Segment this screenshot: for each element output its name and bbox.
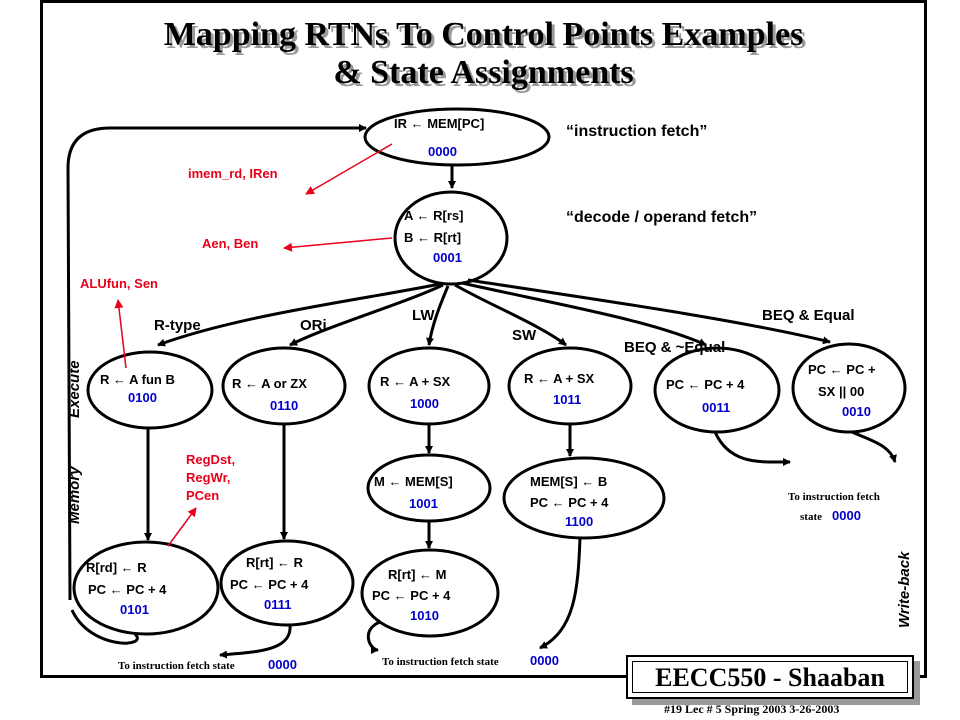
phase-decode: “decode / operand fetch” <box>566 209 757 226</box>
arrow-regdst <box>167 507 197 547</box>
return-0111 <box>219 624 292 659</box>
side-execute: Execute <box>66 360 83 418</box>
s0000-line1: IR ← MEM[PC] <box>394 116 484 131</box>
ctrl-regdst-3: PCen <box>186 488 219 503</box>
return-0011 <box>713 431 791 467</box>
phase-fetch: “instruction fetch” <box>566 123 707 140</box>
s0001-code: 0001 <box>433 250 462 265</box>
s1100-line1: MEM[S] ← B <box>530 474 607 489</box>
slide-footer: #19 Lec # 5 Spring 2003 3-26-2003 <box>664 702 840 716</box>
s1100-code: 1100 <box>565 514 593 529</box>
state-0011 <box>653 346 781 434</box>
state-1100 <box>502 456 666 540</box>
branch-lw: LW <box>412 307 435 324</box>
s1000-code: 1000 <box>410 396 439 411</box>
s0111-line1: R[rt] ← R <box>246 555 304 570</box>
s0001-line1: A ← R[rs] <box>404 208 463 223</box>
side-writeback: Write-back <box>896 551 913 628</box>
s0011-code: 0011 <box>702 400 730 415</box>
arrow-to-1011 <box>454 283 567 347</box>
return-0101 <box>70 609 139 645</box>
course-badge: EECC550 - Shaaban <box>626 655 914 699</box>
arrow-aen <box>283 237 393 252</box>
side-memory: Memory <box>66 466 83 524</box>
s1001-line1: M ← MEM[S] <box>374 474 453 489</box>
arrow-to-0011 <box>461 281 707 347</box>
s0011-line1: PC ← PC + 4 <box>666 377 745 392</box>
slide-frame <box>40 0 927 678</box>
s1100-line2: PC ← PC + 4 <box>530 495 609 510</box>
s1010-line2: PC ← PC + 4 <box>372 588 451 603</box>
s1011-code: 1011 <box>553 392 581 407</box>
s0010-line2: SX || 00 <box>818 384 864 399</box>
s0101-line2: PC ← PC + 4 <box>88 582 167 597</box>
return-1010 <box>366 620 381 654</box>
return-1100 <box>539 537 582 650</box>
return-0010 <box>851 430 897 463</box>
course-badge-text: EECC550 - Shaaban <box>632 661 908 693</box>
branch-ori: ORi <box>300 317 327 334</box>
s0100-code: 0100 <box>128 390 157 405</box>
branch-sw: SW <box>512 327 537 344</box>
s0010-line1: PC ← PC + <box>808 362 876 377</box>
state-0000 <box>363 107 551 167</box>
arrow-to-1000 <box>426 285 450 346</box>
s1000-line1: R ← A + SX <box>380 374 451 389</box>
arrow-alufun <box>114 299 127 369</box>
note-fetch-right-a: To instruction fetch <box>788 491 880 503</box>
note-fetch-mid-code: 0000 <box>530 653 559 668</box>
ctrl-imem: imem_rd, IRen <box>188 166 278 181</box>
s0100-line1: R ← A fun B <box>100 372 175 387</box>
return-loop <box>66 124 367 601</box>
ctrl-regdst-2: RegWr, <box>186 470 231 485</box>
s0111-code: 0111 <box>264 597 292 612</box>
arrow-imem <box>305 143 393 195</box>
branch-beq-eq: BEQ & Equal <box>762 307 855 324</box>
ctrl-aen: Aen, Ben <box>202 236 258 251</box>
ctrl-alufun: ALUfun, Sen <box>80 276 158 291</box>
s0101-code: 0101 <box>120 602 149 617</box>
arrow-to-0010 <box>467 278 831 345</box>
s0101-line1: R[rd] ← R <box>86 560 147 575</box>
branch-beq-ne: BEQ & ~Equal <box>624 339 725 356</box>
branch-rtype: R-type <box>154 317 201 334</box>
state-0111 <box>219 539 355 627</box>
arrow-to-0110 <box>289 283 444 347</box>
state-0001 <box>393 190 509 286</box>
state-1010 <box>360 548 500 638</box>
s0111-line2: PC ← PC + 4 <box>230 577 309 592</box>
arrow-to-0100 <box>157 282 441 347</box>
note-fetch-right-code: 0000 <box>832 508 861 523</box>
note-fetch-mid: To instruction fetch state <box>382 656 499 668</box>
s1010-code: 1010 <box>410 608 439 623</box>
s0110-code: 0110 <box>270 398 298 413</box>
state-0010 <box>791 342 907 434</box>
state-0101 <box>72 540 220 636</box>
title-line-1: Mapping RTNs To Control Points Examples <box>163 16 804 53</box>
note-fetch-right-b: state <box>800 511 822 523</box>
s0110-line1: R ← A or ZX <box>232 376 307 391</box>
s1011-line1: R ← A + SX <box>524 371 595 386</box>
ctrl-regdst-1: RegDst, <box>186 452 235 467</box>
state-0100 <box>86 350 214 430</box>
s1001-code: 1001 <box>409 496 438 511</box>
s1010-line1: R[rt] ← M <box>388 567 447 582</box>
title-line-2: & State Assignments <box>333 54 634 91</box>
note-fetch-left: To instruction fetch state <box>118 660 235 672</box>
state-1011 <box>507 346 633 426</box>
s0001-line2: B ← R[rt] <box>404 230 461 245</box>
note-fetch-left-code: 0000 <box>268 657 297 672</box>
s0000-code: 0000 <box>428 144 457 159</box>
s0010-code: 0010 <box>842 404 871 419</box>
